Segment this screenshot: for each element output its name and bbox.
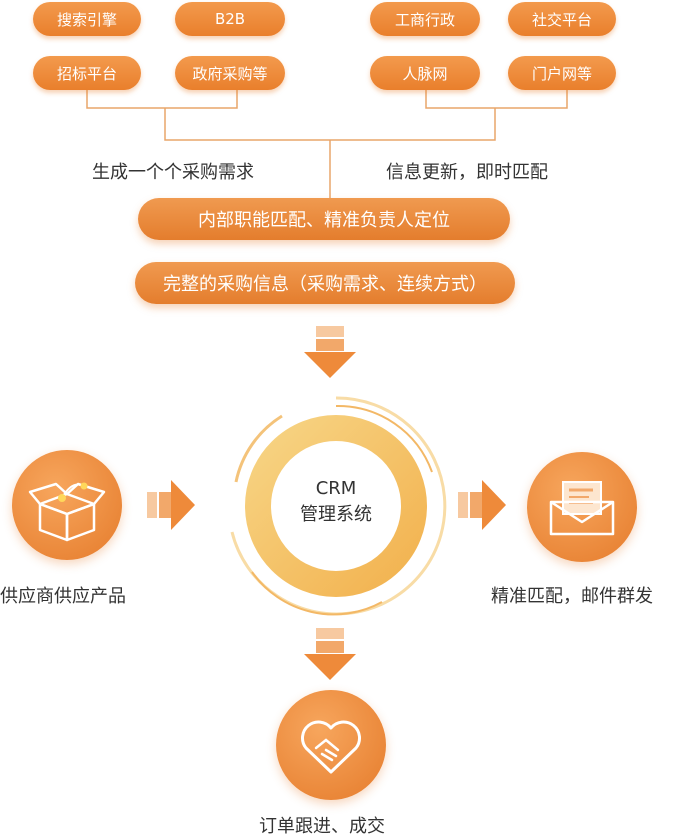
- matching-bar: 内部职能匹配、精准负责人定位: [138, 198, 510, 240]
- arrow-right-2-icon: [458, 480, 506, 530]
- right-caption: 信息更新，即时匹配: [386, 162, 548, 183]
- supplier-label: 供应商供应产品: [0, 586, 126, 607]
- pill-network: 人脉网: [370, 56, 480, 90]
- arrow-right-1-icon: [147, 480, 195, 530]
- deal-circle: [276, 690, 386, 800]
- pill-portal: 门户网等: [508, 56, 616, 90]
- mail-label: 精准匹配，邮件群发: [491, 586, 653, 607]
- mail-circle: [527, 452, 637, 562]
- pill-social-platform: 社交平台: [508, 2, 616, 36]
- crm-subtitle: 管理系统: [300, 504, 372, 525]
- pill-gov-procurement: 政府采购等: [175, 56, 285, 90]
- pill-b2b: B2B: [175, 2, 285, 36]
- pill-business-admin: 工商行政: [370, 2, 480, 36]
- left-caption: 生成一个个采购需求: [92, 162, 254, 183]
- arrow-down-2-icon: [304, 628, 356, 680]
- box-icon: [28, 482, 106, 542]
- deal-label: 订单跟进、成交: [259, 816, 385, 837]
- crm-ring-graphic: [230, 396, 447, 616]
- procurement-info-bar: 完整的采购信息（采购需求、连续方式）: [135, 262, 515, 304]
- supplier-circle: [12, 450, 122, 560]
- pill-tender-platform: 招标平台: [33, 56, 141, 90]
- handshake-heart-icon: [301, 720, 361, 774]
- pill-search-engine: 搜索引擎: [33, 2, 141, 36]
- arrow-down-1-icon: [304, 326, 356, 378]
- crm-center-label: CRM 管理系统: [276, 476, 396, 528]
- envelope-icon: [549, 481, 615, 536]
- crm-title: CRM: [315, 478, 357, 499]
